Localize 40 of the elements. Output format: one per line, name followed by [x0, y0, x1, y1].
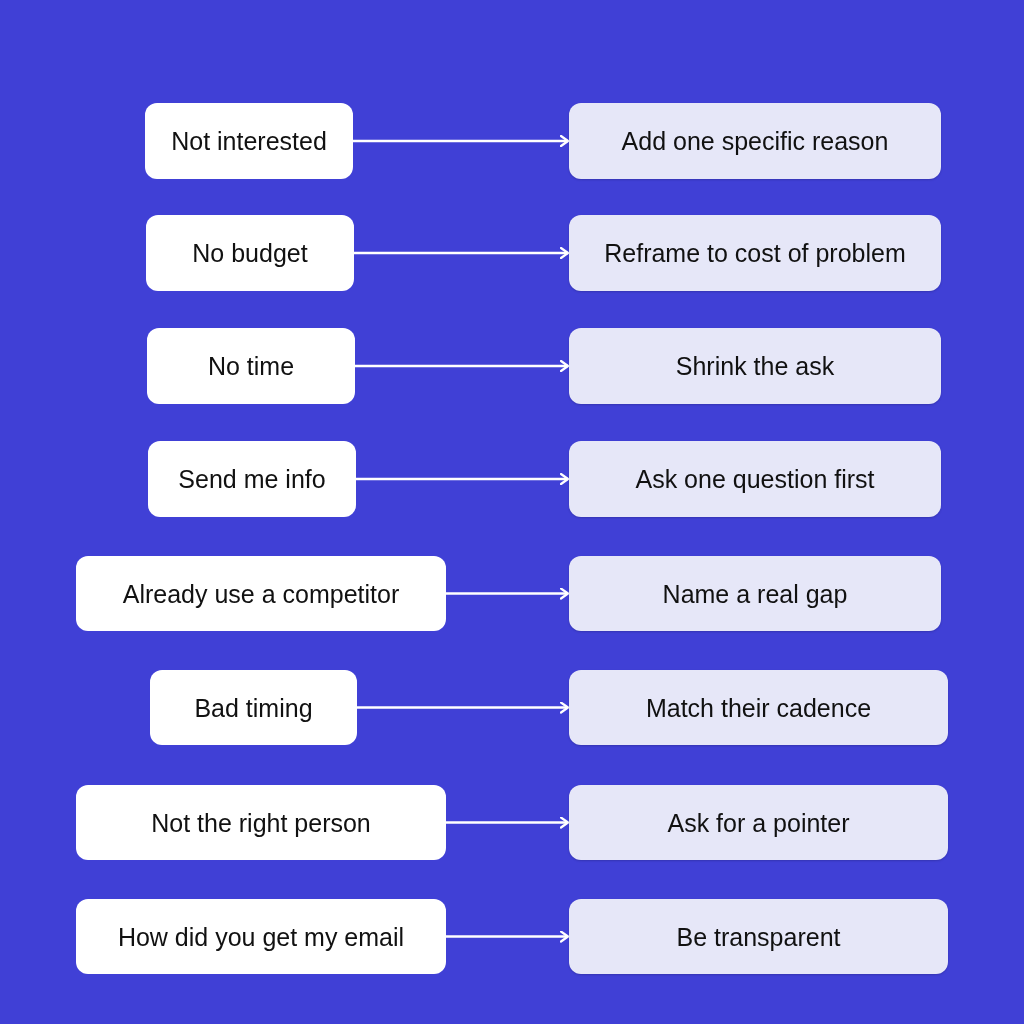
- objection-box: [150, 670, 357, 745]
- objection-box: [147, 328, 355, 404]
- arrow: [446, 930, 570, 943]
- response-box: [569, 441, 941, 517]
- response-box: [569, 670, 948, 745]
- response-box: [569, 785, 948, 860]
- response-box: [569, 556, 941, 631]
- objection-box: [76, 785, 446, 860]
- objection-box: [146, 215, 354, 291]
- node-label: Ask for a pointer: [667, 807, 850, 838]
- objection-box: [76, 899, 446, 974]
- node-label: Shrink the ask: [675, 351, 835, 381]
- node-label: Name a real gap: [662, 578, 848, 609]
- arrow: [356, 472, 570, 486]
- objection-box: [145, 103, 353, 179]
- node-label: Not interested: [171, 126, 327, 156]
- response-box: [569, 899, 948, 974]
- arrow: [353, 134, 570, 148]
- node-label: Send me info: [178, 464, 326, 494]
- objection-box: [148, 441, 356, 517]
- node-label: Already use a competitor: [122, 578, 400, 609]
- node-label: Bad timing: [194, 692, 313, 723]
- node-label: No budget: [192, 238, 308, 268]
- response-box: [569, 328, 941, 404]
- arrow: [446, 816, 570, 829]
- arrow: [357, 701, 570, 714]
- node-label: Not the right person: [151, 807, 371, 838]
- node-label: Add one specific reason: [621, 126, 889, 156]
- node-label: Ask one question first: [635, 464, 875, 494]
- node-label: How did you get my email: [117, 921, 405, 952]
- node-label: Be transparent: [676, 921, 841, 952]
- node-label: No time: [207, 351, 295, 381]
- response-box: [569, 215, 941, 291]
- arrow: [355, 359, 570, 373]
- node-label: Match their cadence: [645, 692, 872, 723]
- arrow: [446, 587, 570, 600]
- response-box: [569, 103, 941, 179]
- objection-box: [76, 556, 446, 631]
- node-label: Reframe to cost of problem: [604, 238, 906, 268]
- arrow: [354, 246, 570, 260]
